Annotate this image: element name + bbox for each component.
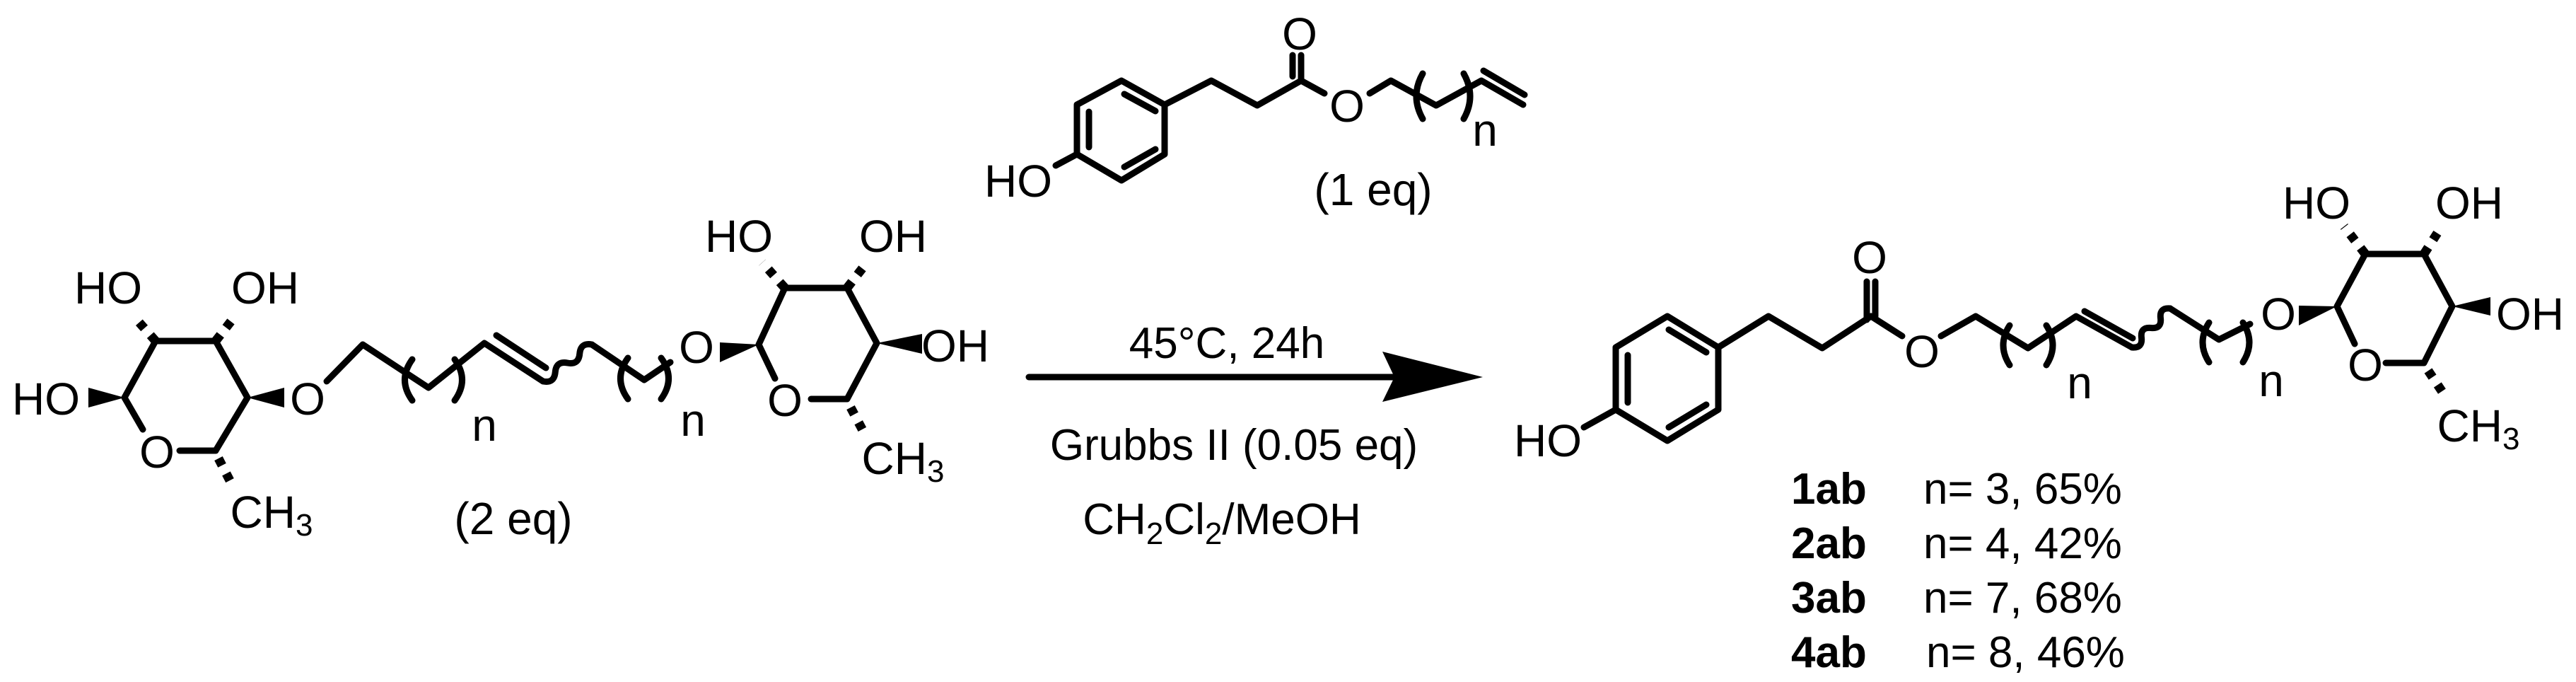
ring-oxygen-label: O [139, 427, 175, 478]
compound-id: 4ab [1791, 628, 1867, 677]
compound-id: 2ab [1791, 519, 1867, 568]
right-sugar-ring: HO OH OH O CH3 [705, 211, 989, 489]
wavy-bond [540, 341, 595, 385]
hydroxyl-label: HO [12, 374, 80, 424]
methyl-label: CH3 [2437, 400, 2520, 456]
hydroxyl-label: HO [705, 211, 773, 262]
hydroxyl-label: OH [2435, 178, 2503, 229]
ring-oxygen-label: O [2348, 340, 2383, 391]
repeat-n-label: n [680, 395, 706, 446]
diene-linker-chain: n n O [323, 322, 714, 451]
ether-oxygen-label: O [679, 322, 714, 373]
phenol-ester-reactant: HO O O n (1 eq) [984, 8, 1528, 215]
compound-result: n= 3, 65% [1923, 465, 2122, 514]
hydroxyl-label: OH [859, 211, 927, 262]
equivalents-label: (2 eq) [454, 493, 572, 544]
ester-oxygen-label: O [1329, 81, 1365, 132]
catalyst-condition: Grubbs II (0.05 eq) [1050, 421, 1418, 470]
compound-id: 3ab [1791, 574, 1867, 623]
compound-id: 1ab [1791, 465, 1867, 514]
repeat-n-label: n [2067, 357, 2092, 408]
hydroxyl-label: OH [231, 262, 299, 313]
carbonyl-oxygen-label: O [1852, 232, 1887, 283]
methyl-label: CH3 [862, 433, 945, 489]
hydroxyl-label: OH [921, 320, 989, 371]
repeat-n-label: n [2259, 355, 2284, 406]
ether-oxygen-label: O [290, 374, 325, 424]
wavy-bond [2128, 305, 2174, 351]
left-sugar-ring: HO HO OH O O CH3 [12, 262, 325, 543]
hydroxyl-label: HO [74, 262, 142, 313]
bis-glycoside-reactant: HO HO OH O O CH3 n n O HO [12, 211, 989, 544]
hydroxyl-label: HO [1514, 415, 1582, 466]
ring-oxygen-label: O [767, 375, 803, 426]
product-table: 1ab n= 3, 65% 2ab n= 4, 42% 3ab n= 7, 68… [1791, 465, 2125, 677]
repeat-n-label: n [472, 400, 497, 451]
carbonyl-oxygen-label: O [1282, 8, 1317, 59]
ether-oxygen-label: O [2261, 289, 2296, 340]
hydroxyl-label: HO [2283, 178, 2350, 229]
ester-oxygen-label: O [1904, 326, 1940, 377]
repeat-n-label: n [1472, 105, 1498, 156]
methyl-label: CH3 [231, 487, 313, 543]
hydroxyl-label: HO [984, 156, 1052, 207]
compound-result: n= 8, 46% [1926, 628, 2125, 677]
reaction-arrow [1025, 352, 1483, 402]
compound-result: n= 7, 68% [1923, 574, 2122, 623]
hydroxyl-label: OH [2496, 289, 2564, 340]
temperature-time-condition: 45°C, 24h [1129, 319, 1324, 368]
compound-result: n= 4, 42% [1923, 519, 2122, 568]
solvent-condition: CH2Cl2/MeOH [1083, 495, 1360, 551]
product-structure: HO O O n n O HO OH OH O CH3 [1514, 178, 2564, 466]
equivalents-label: (1 eq) [1314, 164, 1432, 215]
